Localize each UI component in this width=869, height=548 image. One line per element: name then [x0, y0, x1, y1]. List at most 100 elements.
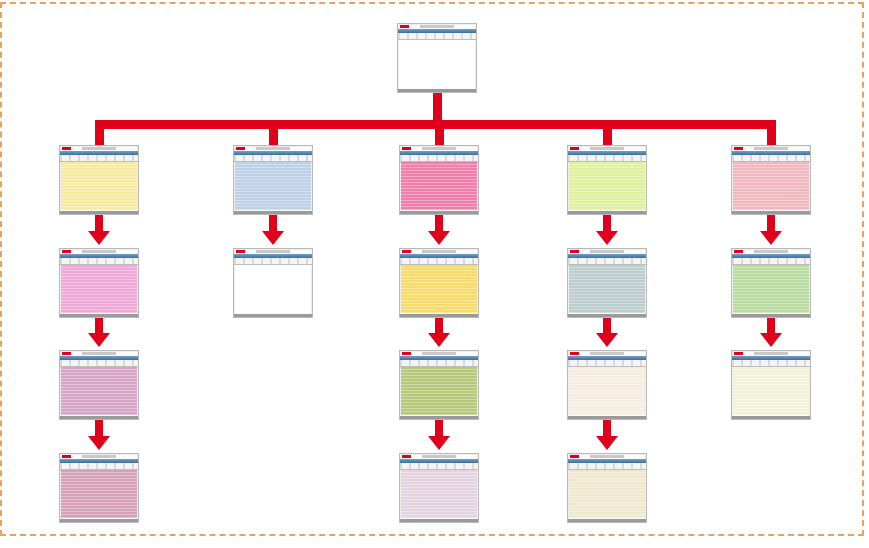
menu-bar — [400, 459, 478, 463]
toolbar — [60, 360, 138, 367]
branch-drop-5 — [767, 120, 776, 145]
window-title-bar — [754, 147, 788, 150]
status-bar — [60, 314, 138, 317]
window-title-bar — [82, 147, 116, 150]
window-title-bar — [754, 352, 788, 355]
menu-bar — [568, 254, 646, 258]
status-bar — [732, 211, 810, 214]
content-area — [401, 162, 477, 210]
window-title-bar — [590, 352, 624, 355]
app-logo-icon — [570, 455, 579, 458]
app-logo-icon — [62, 250, 71, 253]
app-logo-icon — [402, 455, 411, 458]
window-title-bar — [422, 455, 456, 458]
window-title-bar — [420, 25, 454, 28]
toolbar — [732, 258, 810, 265]
window-title-bar — [590, 455, 624, 458]
window-title-bar — [590, 250, 624, 253]
status-bar — [60, 519, 138, 522]
window-frame — [567, 453, 647, 523]
toolbar — [732, 360, 810, 367]
screen-thumbnail-b5-s1 — [731, 145, 811, 215]
window-title-bar — [590, 147, 624, 150]
flow-arrow-b2-s1 — [262, 213, 284, 245]
status-bar — [400, 314, 478, 317]
content-area — [569, 265, 645, 313]
window-frame — [567, 350, 647, 420]
menu-bar — [400, 151, 478, 155]
window-title-bar — [754, 250, 788, 253]
branch-drop-2 — [269, 120, 278, 145]
menu-bar — [234, 254, 312, 258]
toolbar — [400, 360, 478, 367]
menu-bar — [568, 356, 646, 360]
flow-arrow-b1-s2 — [88, 316, 110, 347]
menu-bar — [60, 151, 138, 155]
window-frame — [397, 23, 477, 93]
app-logo-icon — [734, 147, 743, 150]
flow-arrow-b4-s2 — [596, 316, 618, 347]
app-logo-icon — [570, 250, 579, 253]
menu-bar — [568, 459, 646, 463]
window-frame — [731, 248, 811, 318]
menu-bar — [732, 254, 810, 258]
app-logo-icon — [236, 250, 245, 253]
screen-thumbnail-b2-s2 — [233, 248, 313, 318]
root-screen-thumbnail — [397, 23, 477, 93]
window-frame — [233, 248, 313, 318]
screen-thumbnail-b1-s4 — [59, 453, 139, 523]
app-logo-icon — [570, 147, 579, 150]
content-area — [235, 265, 311, 313]
status-bar — [234, 314, 312, 317]
status-bar — [568, 416, 646, 419]
toolbar — [400, 155, 478, 162]
status-bar — [60, 416, 138, 419]
status-bar — [400, 519, 478, 522]
status-bar — [568, 211, 646, 214]
app-logo-icon — [734, 352, 743, 355]
status-bar — [400, 211, 478, 214]
menu-bar — [60, 254, 138, 258]
window-frame — [399, 453, 479, 523]
window-title-bar — [82, 455, 116, 458]
app-logo-icon — [236, 147, 245, 150]
app-logo-icon — [734, 250, 743, 253]
content-area — [401, 470, 477, 518]
window-frame — [59, 145, 139, 215]
content-area — [401, 265, 477, 313]
window-title-bar — [256, 147, 290, 150]
content-area — [61, 367, 137, 415]
toolbar — [60, 463, 138, 470]
flow-arrow-b5-s1 — [760, 213, 782, 245]
window-frame — [567, 145, 647, 215]
root-connector — [433, 93, 442, 124]
status-bar — [398, 89, 476, 92]
status-bar — [60, 211, 138, 214]
menu-bar — [60, 459, 138, 463]
toolbar — [732, 155, 810, 162]
toolbar — [60, 155, 138, 162]
content-area — [61, 265, 137, 313]
menu-bar — [60, 356, 138, 360]
window-title-bar — [422, 352, 456, 355]
content-area — [569, 367, 645, 415]
toolbar — [400, 258, 478, 265]
window-frame — [233, 145, 313, 215]
window-frame — [731, 145, 811, 215]
status-bar — [568, 314, 646, 317]
app-logo-icon — [62, 352, 71, 355]
menu-bar — [400, 254, 478, 258]
content-area — [733, 367, 809, 415]
content-area — [401, 367, 477, 415]
menu-bar — [732, 356, 810, 360]
screen-thumbnail-b4-s4 — [567, 453, 647, 523]
app-logo-icon — [62, 455, 71, 458]
status-bar — [732, 416, 810, 419]
screen-thumbnail-b3-s1 — [399, 145, 479, 215]
toolbar — [568, 155, 646, 162]
flow-arrow-b5-s2 — [760, 316, 782, 347]
screen-thumbnail-b2-s1 — [233, 145, 313, 215]
window-frame — [59, 248, 139, 318]
content-area — [733, 265, 809, 313]
